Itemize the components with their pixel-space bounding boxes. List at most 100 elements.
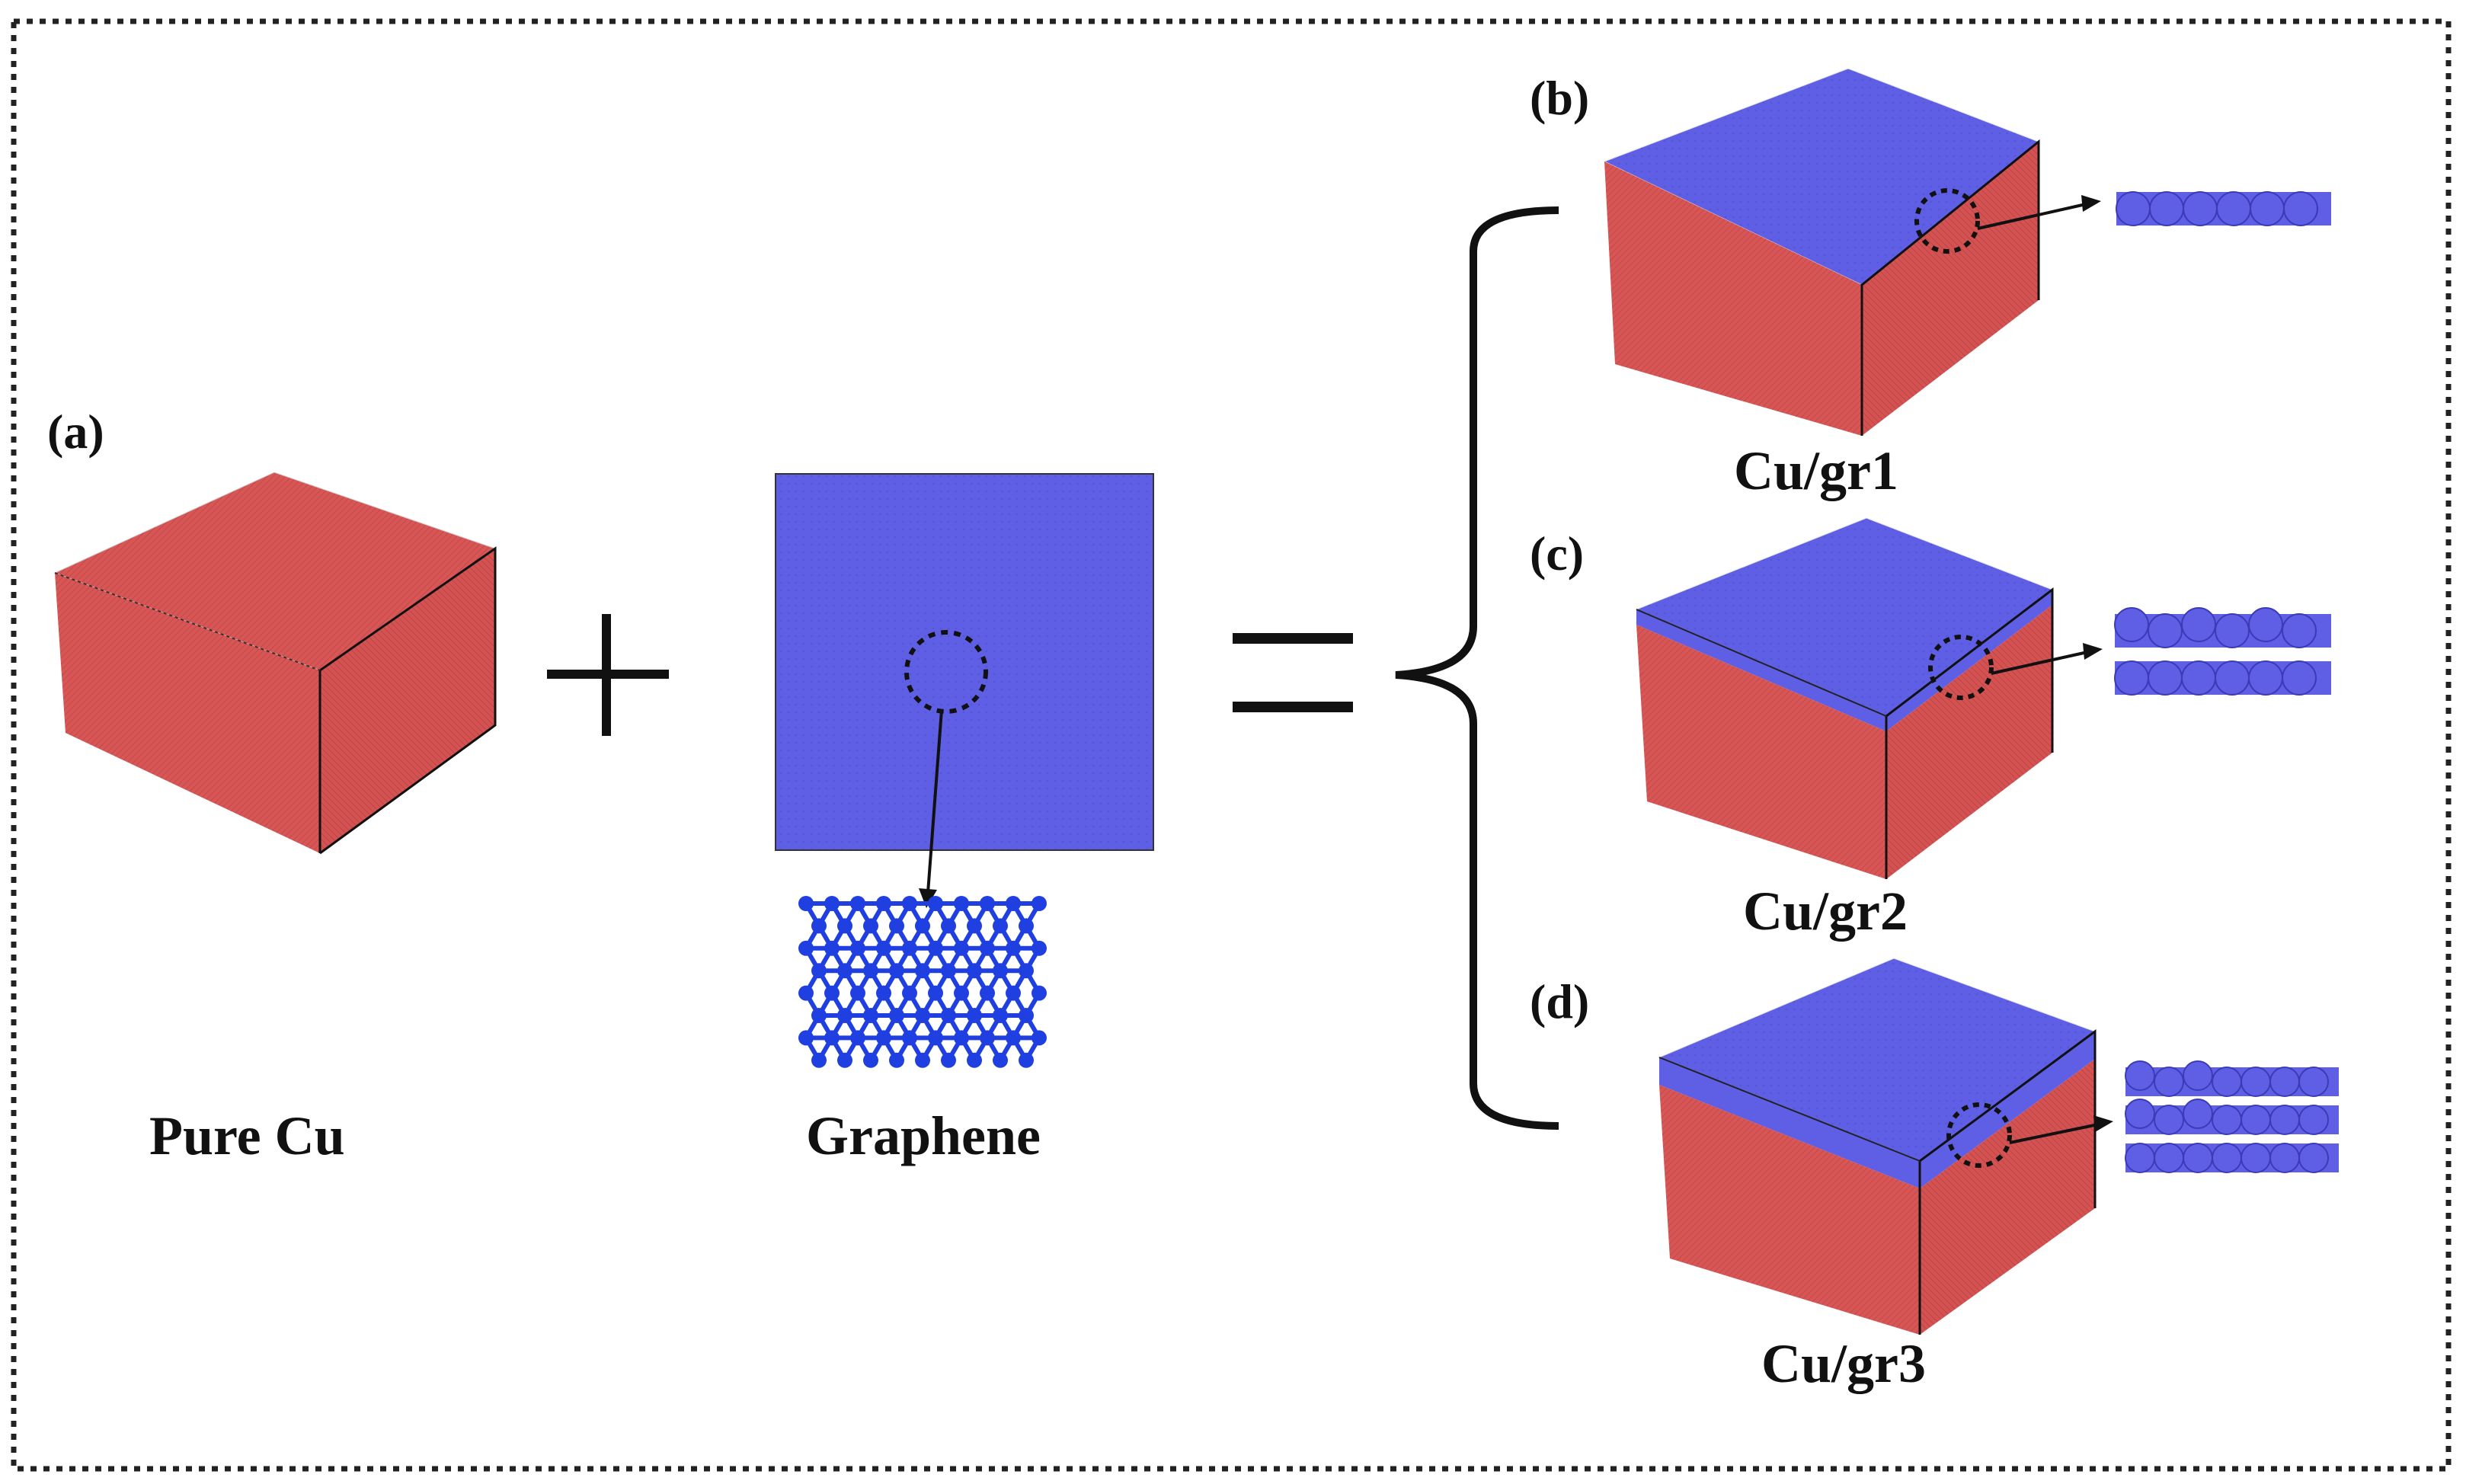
- layer-atom: [2154, 1067, 2184, 1097]
- carbon-atom: [1006, 940, 1021, 956]
- carbon-atom: [876, 896, 891, 911]
- zoom-arrow: [919, 709, 943, 908]
- carbon-atom: [1006, 896, 1021, 911]
- carbon-atom: [837, 963, 852, 979]
- carbon-atom: [941, 963, 956, 979]
- carbon-atom: [1019, 1052, 1034, 1068]
- layer-atom: [2269, 1143, 2300, 1173]
- carbon-atom: [798, 896, 814, 911]
- carbon-atom: [850, 1030, 865, 1046]
- cu-gr2-layer-closeup: [2114, 607, 2331, 696]
- zoom-circle: [904, 630, 988, 714]
- carbon-atom: [811, 918, 827, 934]
- carbon-atom: [837, 918, 852, 934]
- carbon-atom: [980, 896, 995, 911]
- carbon-atom: [876, 1030, 891, 1046]
- layer-atom: [2116, 191, 2151, 226]
- zoom-arrow-c: [1991, 643, 2103, 675]
- zoom-circle-d: [1946, 1102, 2012, 1168]
- zoom-circle-c: [1928, 635, 1994, 700]
- carbon-atom: [1019, 963, 1034, 979]
- carbon-atom: [941, 1008, 956, 1023]
- carbon-atom: [1006, 1030, 1021, 1046]
- carbon-atom: [915, 963, 930, 979]
- layer-atom: [2241, 1067, 2271, 1097]
- layer-atom: [2241, 1105, 2271, 1135]
- panel-label-d: (d): [1530, 974, 1589, 1028]
- carbon-atom: [902, 896, 917, 911]
- layer-atom: [2149, 191, 2184, 226]
- carbon-atom: [824, 1030, 840, 1046]
- carbon-atom: [863, 1052, 878, 1068]
- cu-gr2-block: [1635, 517, 2054, 879]
- layer-atom: [2282, 613, 2317, 648]
- cu-gr3-caption: Cu/gr3: [1761, 1333, 1926, 1394]
- carbon-atom: [967, 1008, 982, 1023]
- layer-atom: [2269, 1067, 2300, 1097]
- carbon-atom: [993, 1008, 1008, 1023]
- zoom-arrow-b: [1977, 195, 2101, 230]
- carbon-atom: [798, 940, 814, 956]
- carbon-atom: [902, 985, 917, 1001]
- panel-label-c: (c): [1530, 526, 1584, 580]
- layer-atom: [2114, 660, 2149, 696]
- carbon-atom: [824, 940, 840, 956]
- carbon-atom: [1019, 1008, 1034, 1023]
- cu-gr1-layer-closeup: [2116, 191, 2331, 226]
- layer-atom: [2114, 607, 2149, 642]
- layer-atom: [2148, 613, 2183, 648]
- carbon-atom: [889, 963, 904, 979]
- carbon-atom: [915, 1052, 930, 1068]
- carbon-atom: [928, 985, 943, 1001]
- carbon-atom: [850, 940, 865, 956]
- carbon-atom: [837, 1052, 852, 1068]
- carbon-atom: [902, 1030, 917, 1046]
- layer-atom: [2212, 1067, 2242, 1097]
- layer-atom: [2125, 1143, 2155, 1173]
- carbon-atom: [993, 918, 1008, 934]
- carbon-atom: [1019, 918, 1034, 934]
- cu-gr1-block: [1603, 68, 2040, 436]
- graphene-sheet: [775, 473, 1154, 851]
- carbon-atom: [928, 896, 943, 911]
- carbon-atom: [824, 896, 840, 911]
- carbon-atom: [824, 985, 840, 1001]
- carbon-atom: [967, 918, 982, 934]
- graphene-lattice: [798, 896, 1047, 1068]
- carbon-atom: [993, 1052, 1008, 1068]
- layer-atom: [2183, 1099, 2213, 1129]
- carbon-atom: [954, 896, 969, 911]
- panel-label-a: (a): [47, 405, 104, 459]
- curly-brace: [1395, 206, 1559, 1130]
- layer-atom: [2282, 660, 2317, 696]
- carbon-atom: [889, 918, 904, 934]
- carbon-atom: [798, 1030, 814, 1046]
- carbon-atom: [1006, 985, 1021, 1001]
- cu-gr1-caption: Cu/gr1: [1734, 440, 1898, 501]
- layer-atom: [2283, 191, 2318, 226]
- layer-atom: [2215, 613, 2250, 648]
- carbon-atom: [941, 918, 956, 934]
- carbon-atom: [928, 1030, 943, 1046]
- carbon-atom: [850, 985, 865, 1001]
- cu-gr2-caption: Cu/gr2: [1743, 881, 1908, 942]
- layer-atom: [2248, 607, 2283, 642]
- layer-atom: [2298, 1105, 2329, 1135]
- carbon-atom: [850, 896, 865, 911]
- layer-atom: [2154, 1105, 2184, 1135]
- carbon-atom: [1031, 896, 1047, 911]
- layer-atom: [2148, 660, 2183, 696]
- layer-atom: [2125, 1099, 2155, 1129]
- carbon-atom: [928, 940, 943, 956]
- carbon-atom: [1031, 985, 1047, 1001]
- layer-atom: [2298, 1143, 2329, 1173]
- carbon-atom: [915, 1008, 930, 1023]
- panel-label-b: (b): [1530, 71, 1589, 125]
- carbon-atom: [941, 1052, 956, 1068]
- carbon-atom: [811, 963, 827, 979]
- carbon-atom: [967, 1052, 982, 1068]
- carbon-atom: [954, 940, 969, 956]
- layer-atom: [2212, 1143, 2242, 1173]
- layer-atom: [2183, 1143, 2213, 1173]
